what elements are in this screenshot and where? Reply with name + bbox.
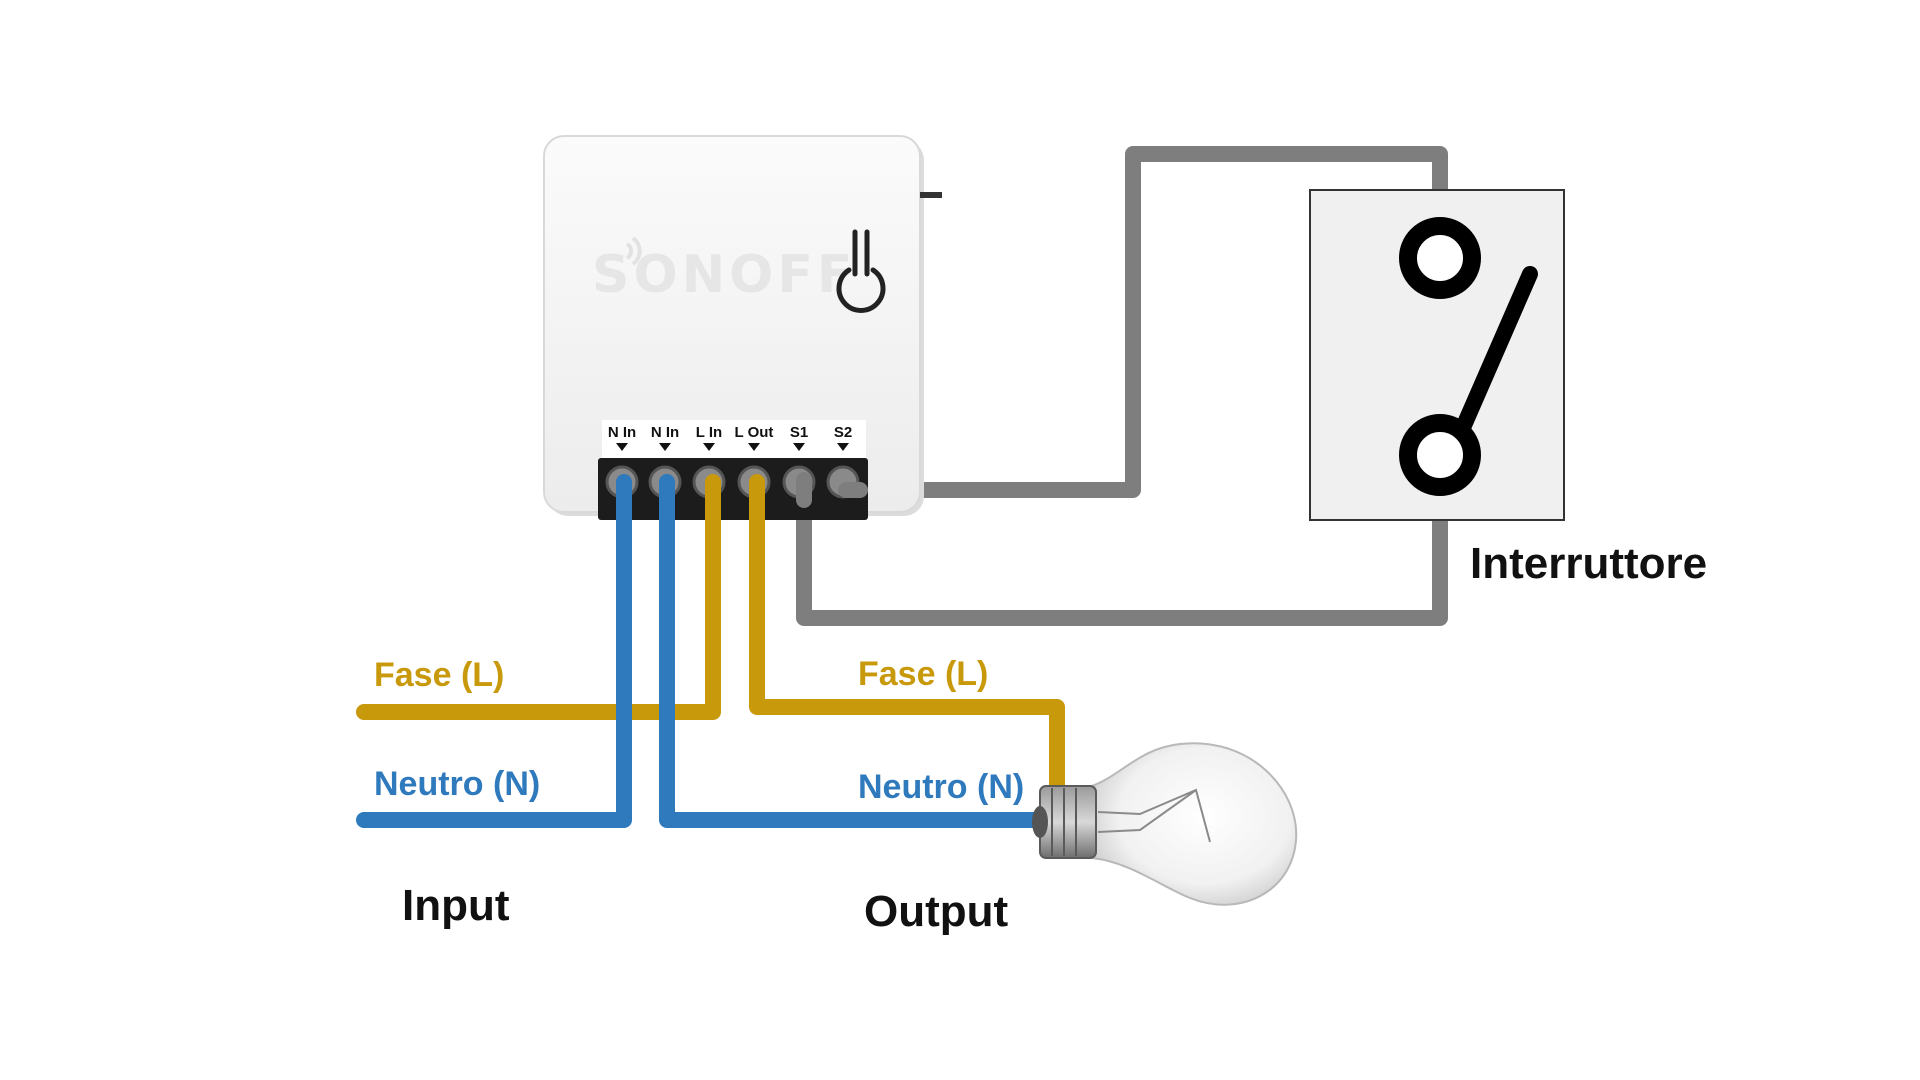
- bulb-tip: [1032, 806, 1048, 838]
- label-output: Output: [864, 887, 1009, 936]
- terminal-block: [598, 458, 868, 520]
- switch-wire-stubs: [796, 472, 868, 508]
- wifi-icon: [625, 236, 642, 266]
- wire-output-neutral: [659, 474, 1053, 828]
- label-input-neutral: Neutro (N): [374, 765, 540, 803]
- neutral-wires: [356, 474, 1053, 828]
- label-output-phase: Fase (L): [858, 655, 988, 693]
- switch-wires: [796, 146, 1448, 626]
- phase-wires: [356, 474, 1065, 798]
- label-switch: Interruttore: [1470, 539, 1707, 588]
- terminal-label-n-in-2: N In: [651, 424, 679, 441]
- switch-bottom-contact: [1399, 414, 1481, 496]
- bulb-glass: [1091, 742, 1298, 906]
- bulb-base: [1039, 785, 1097, 859]
- label-input-phase: Fase (L): [374, 656, 504, 694]
- terminal-label-s2: S2: [834, 424, 852, 441]
- bulb-base-threads: [1051, 788, 1077, 856]
- light-bulb-icon: [1032, 742, 1298, 906]
- label-output-neutral: Neutro (N): [858, 768, 1024, 806]
- wire-input-phase: [356, 474, 721, 720]
- power-icon: [836, 229, 886, 313]
- wire-s1-to-switch: [796, 448, 1448, 626]
- device-brand: SONOFF: [592, 245, 856, 305]
- bulb-filament: [1097, 788, 1211, 843]
- switch-lever: [1454, 266, 1538, 438]
- terminal-label-l-out: L Out: [735, 424, 774, 441]
- switch: [1309, 189, 1565, 521]
- terminal-arrows: [616, 443, 849, 451]
- wire-input-neutral: [356, 474, 632, 828]
- terminal-label-n-in-1: N In: [608, 424, 636, 441]
- terminal-label-s1: S1: [790, 424, 808, 441]
- label-input: Input: [402, 881, 510, 930]
- switch-top-contact: [1399, 217, 1481, 299]
- switch-icon: [1399, 217, 1538, 496]
- device-antenna: [920, 192, 942, 198]
- sonoff-device: SONOFF N In N In L In L Out S1 S2: [543, 135, 942, 520]
- wire-s2-to-switch: [842, 146, 1448, 498]
- terminal-label-l-in: L In: [696, 424, 722, 441]
- wire-output-phase: [749, 474, 1065, 798]
- terminal-labels: N In N In L In L Out S1 S2: [608, 424, 852, 441]
